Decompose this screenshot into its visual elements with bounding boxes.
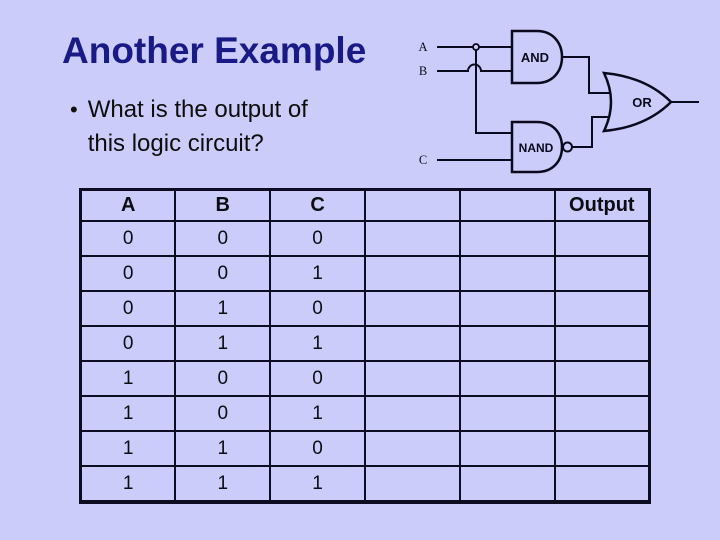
truth-table-cell: 1 [79,465,177,503]
truth-table-cell: 0 [174,360,272,397]
truth-table-cell: 0 [174,220,272,257]
truth-table-cell: 0 [174,395,272,432]
input-b-wire-crossover [437,63,512,72]
truth-table-cell [458,395,556,432]
and-gate-label: AND [521,50,549,65]
truth-table-cell: 0 [79,290,177,327]
truth-table-cell [363,395,461,432]
truth-table-column-header [458,188,556,222]
truth-table-cell [458,465,556,503]
truth-table-cell: 0 [174,255,272,292]
truth-table-cell: 1 [174,325,272,362]
truth-table-cell [553,395,651,432]
junction-node-icon [472,43,480,51]
nand-gate-label: NAND [519,141,554,155]
truth-table-cell [363,220,461,257]
truth-table-cell: 0 [269,360,366,397]
bullet-text-line: this logic circuit? [87,130,264,157]
truth-table-cell: 1 [79,395,177,432]
truth-table-cell [553,430,651,467]
truth-table-cell [458,430,556,467]
truth-table-cell [458,290,556,327]
truth-table-cell [553,220,651,257]
truth-table-column-header [363,188,461,222]
truth-table-cell: 1 [269,465,366,503]
truth-table-cell: 1 [79,430,177,467]
truth-table-cell [553,360,651,397]
truth-table-column-header: C [269,188,366,222]
truth-table-cell: 1 [269,395,366,432]
truth-table-column-header: B [174,188,272,222]
truth-table-cell: 0 [269,220,366,257]
truth-table-cell [363,430,461,467]
bullet-marker: • [70,97,78,122]
truth-table-cell: 1 [269,325,366,362]
truth-table-cell: 1 [174,430,272,467]
truth-table-cell [458,360,556,397]
truth-table-column-header: A [79,188,177,222]
input-a-label: A [418,40,427,54]
bullet-text: What is the output of this logic circuit… [88,93,308,161]
and-gate [510,29,564,85]
bullet-item: • What is the output of this logic circu… [70,93,308,161]
truth-table-cell: 0 [79,255,177,292]
branch-a-to-nand-wire [475,47,512,134]
truth-table-cell [363,465,461,503]
input-b-label: B [419,64,427,78]
truth-table-cell [458,220,556,257]
truth-table-cell: 1 [174,290,272,327]
truth-table-cell [363,360,461,397]
inverter-bubble-icon [562,141,573,153]
truth-table-cell: 0 [79,325,177,362]
or-gate-label: OR [632,95,652,110]
truth-table-column-header: Output [553,188,651,222]
truth-table-cell: 1 [79,360,177,397]
or-gate [601,71,673,133]
truth-table-cell [363,255,461,292]
truth-table-cell: 1 [269,255,366,292]
truth-table-cell [553,325,651,362]
truth-table-cell [553,255,651,292]
truth-table-cell [363,325,461,362]
truth-table-cell [363,290,461,327]
truth-table-cell: 1 [174,465,272,503]
nand-to-or-wire [572,116,613,148]
truth-table-cell [553,290,651,327]
truth-table-cell: 0 [269,430,366,467]
truth-table-cell: 0 [269,290,366,327]
and-to-or-wire [562,56,613,94]
truth-table-cell [458,255,556,292]
truth-table-cell: 0 [79,220,177,257]
bullet-text-line: What is the output of [87,96,308,123]
input-c-label: C [419,153,427,167]
truth-table-cell [458,325,556,362]
nand-gate [510,120,564,174]
page-title: Another Example [62,30,367,71]
truth-table-cell [553,465,651,503]
